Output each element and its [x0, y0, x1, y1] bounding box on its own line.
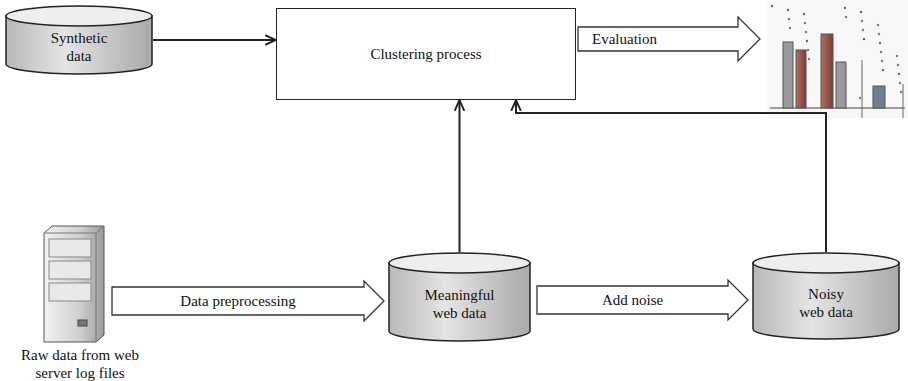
chart-dot — [803, 13, 805, 15]
result-chart — [767, 0, 908, 118]
chart-dot — [882, 69, 884, 71]
chart-tick — [903, 84, 904, 118]
chart-ground — [767, 0, 908, 118]
cylinder-top — [389, 253, 530, 273]
chart-dot — [771, 5, 773, 7]
database-cylinder: Noisy web data — [752, 252, 900, 340]
server-edge — [44, 226, 104, 342]
server-case — [44, 226, 104, 342]
database-cylinder: Meaningful web data — [388, 252, 531, 342]
arrow-label: Evaluation — [592, 30, 657, 48]
chart-bar — [821, 34, 833, 108]
chart-dot — [844, 7, 846, 9]
chart-dot — [861, 20, 863, 22]
node-text: Meaningful web data — [415, 286, 505, 322]
chart-dot — [789, 27, 791, 29]
chart-dot — [787, 9, 789, 11]
cylinder-top — [753, 253, 899, 273]
chart-dot — [899, 82, 901, 84]
chart-dot — [859, 97, 861, 99]
chart-dot — [881, 60, 883, 62]
server-tower — [40, 225, 106, 343]
block-arrow — [112, 281, 384, 321]
chart-dot — [900, 91, 902, 93]
chart-dot — [877, 24, 879, 26]
node-text: Clustering process — [370, 45, 481, 63]
chart-dot — [845, 16, 847, 18]
chart-dot — [879, 42, 881, 44]
chart-bar — [796, 50, 806, 108]
cylinder-top — [6, 6, 152, 26]
chart-dot — [880, 51, 882, 53]
connector-arrow — [459, 100, 461, 252]
chart-dot — [897, 64, 899, 66]
node-text: Noisy web data — [795, 285, 857, 321]
chart-dot — [808, 58, 810, 60]
edge-label: Data preprocessing — [180, 292, 295, 310]
drive-bay — [49, 283, 91, 301]
drive-bay — [49, 261, 91, 279]
drive-bay — [49, 239, 91, 257]
process-box: Clustering process — [276, 8, 576, 100]
chart-tick — [862, 60, 863, 118]
evaluation-block-arrow — [578, 17, 760, 61]
chart-dot — [788, 18, 790, 20]
chart-dot — [804, 22, 806, 24]
chart-dot — [898, 73, 900, 75]
chart-dot — [806, 40, 808, 42]
connector-arrow — [153, 39, 276, 41]
chart-bar — [783, 42, 793, 108]
edge-label: Add noise — [602, 291, 663, 309]
cylinder-body — [389, 262, 530, 341]
chart-dot — [863, 38, 865, 40]
chart-dot — [805, 31, 807, 33]
node-text: Raw data from web server log files — [7, 346, 153, 381]
server-icon: Raw data from web server log files — [0, 222, 160, 381]
chart-dot — [878, 33, 880, 35]
block-arrow — [537, 280, 748, 320]
node-text: Synthetic data — [39, 29, 119, 65]
database-cylinder: Synthetic data — [5, 5, 153, 75]
chart-bar — [873, 86, 885, 108]
chart-dot — [807, 49, 809, 51]
connector-arrow — [516, 100, 826, 252]
chart-dot — [896, 55, 898, 57]
chart-dot — [860, 11, 862, 13]
chart-bar — [836, 62, 846, 108]
chart-dot — [862, 29, 864, 31]
power-button — [78, 320, 87, 326]
